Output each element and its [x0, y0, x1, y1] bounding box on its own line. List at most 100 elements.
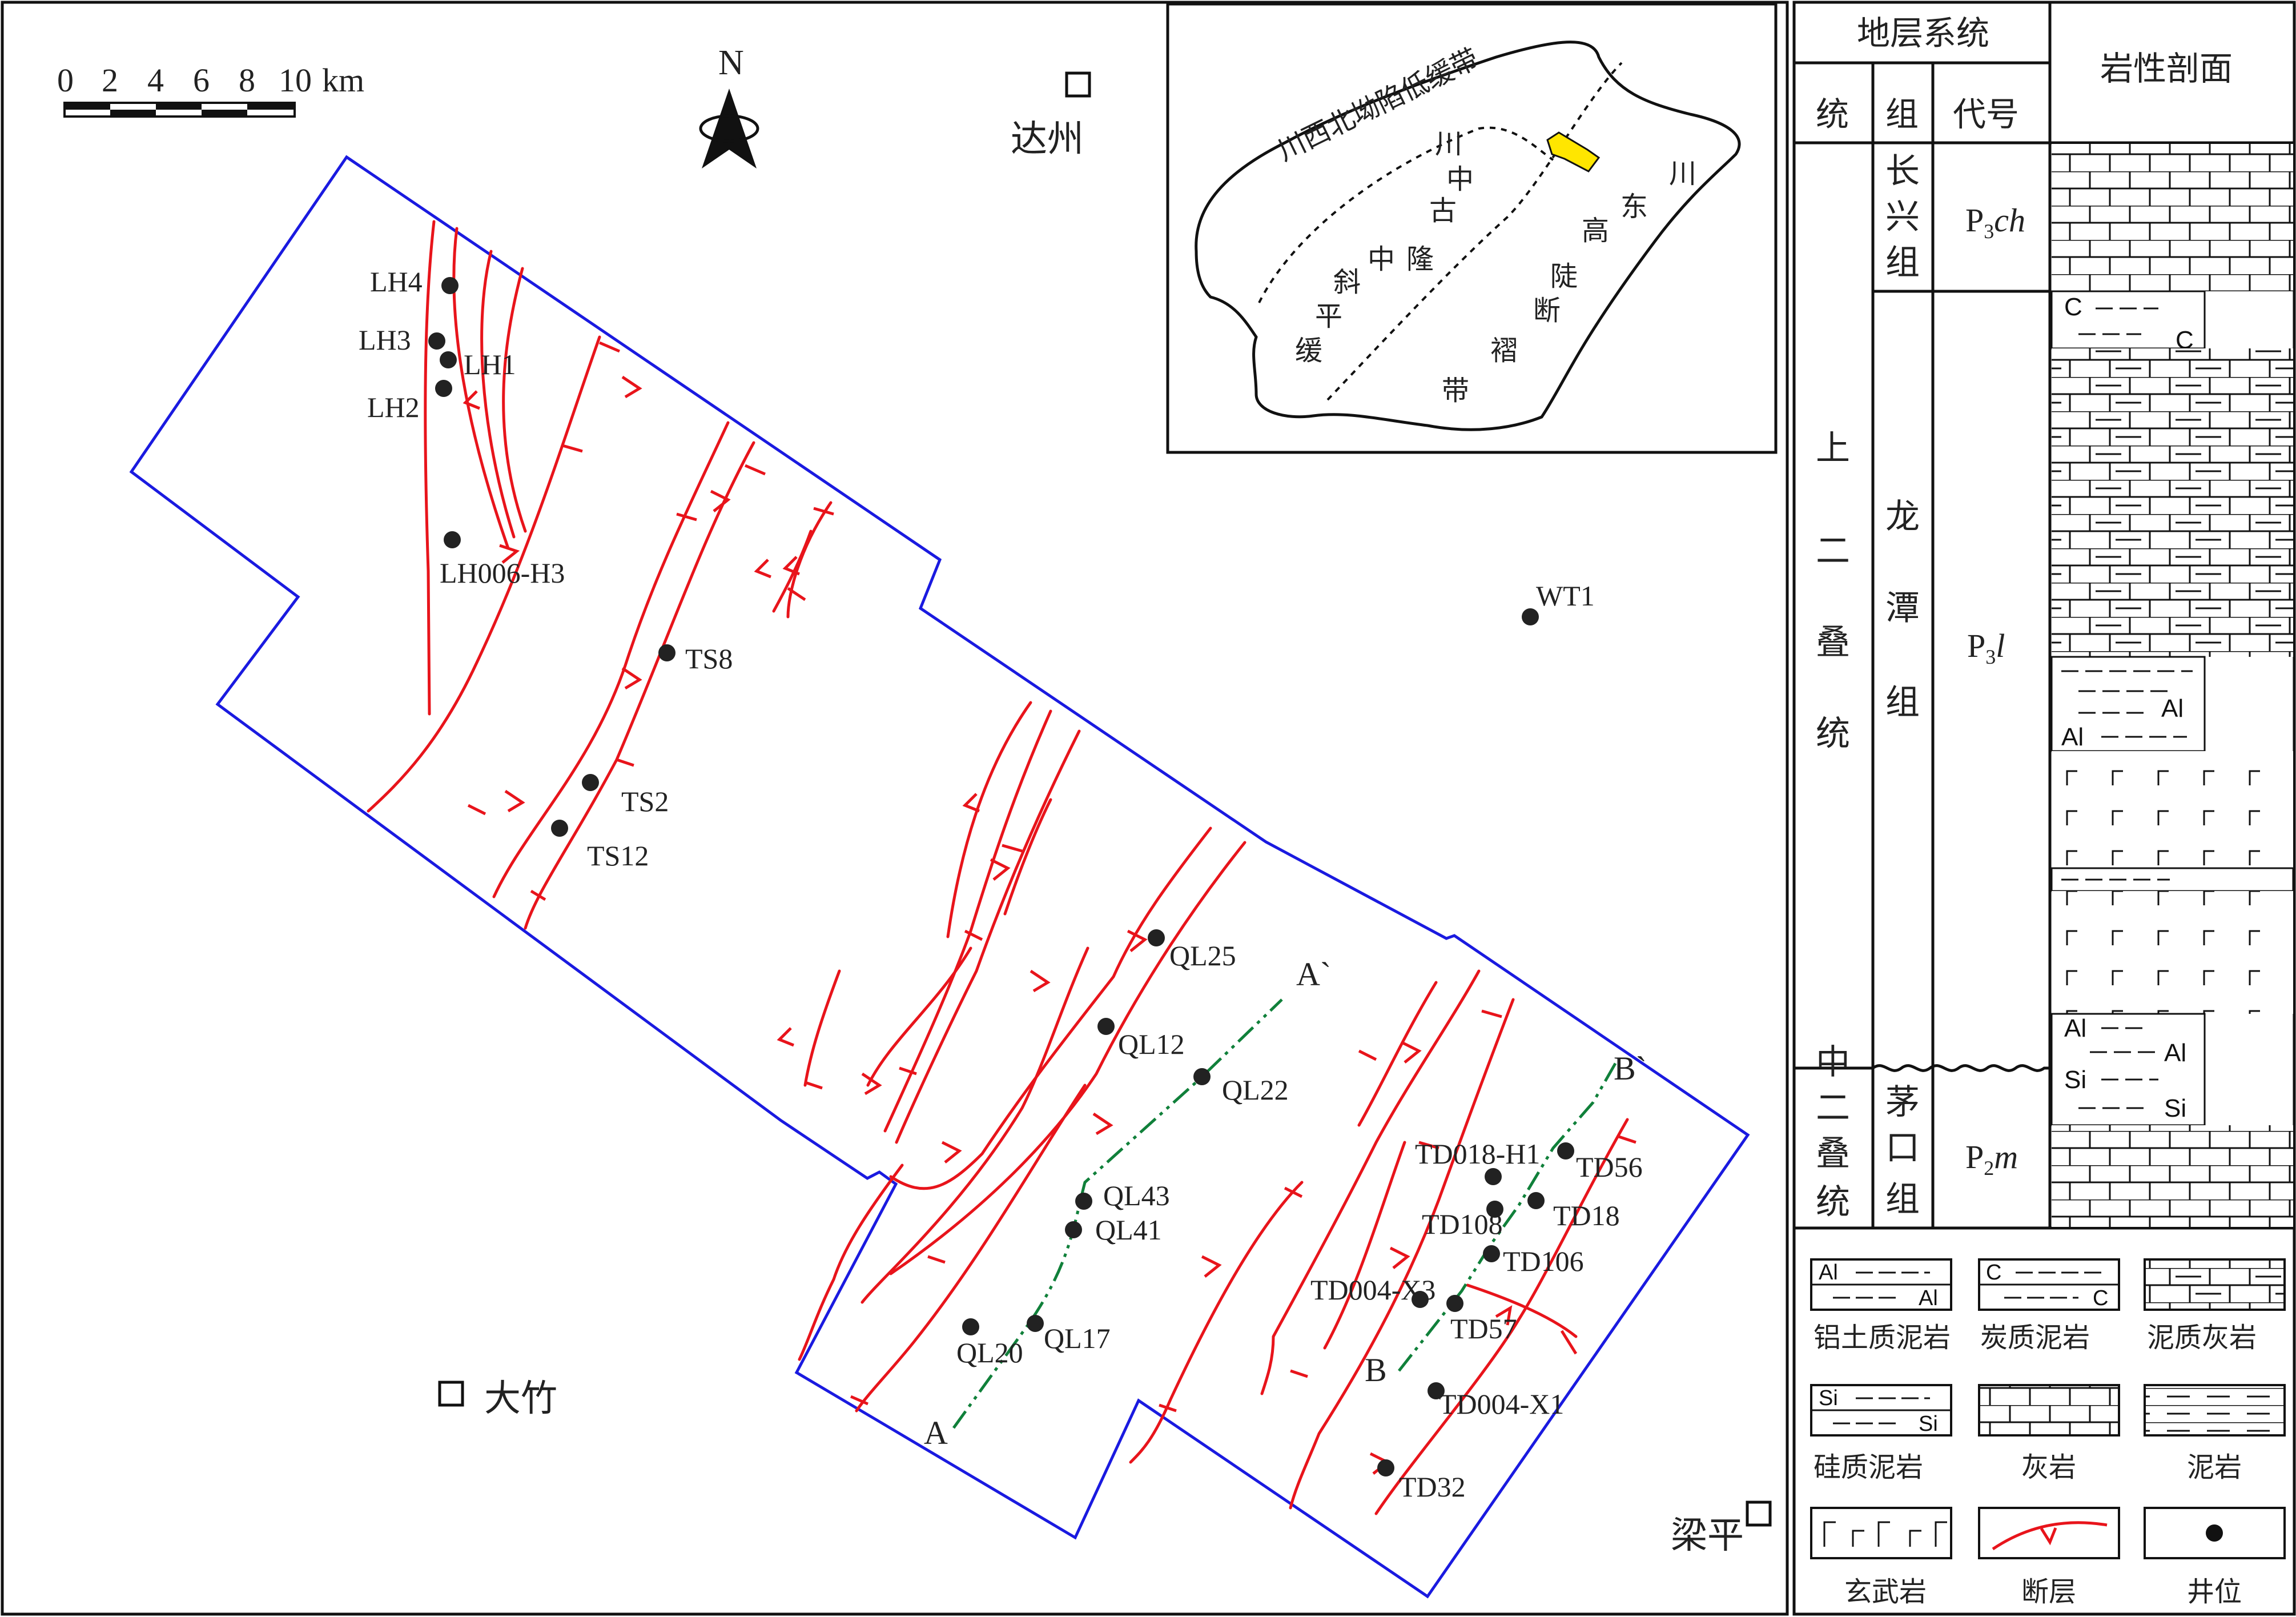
- inset-char: 隆: [1406, 243, 1434, 275]
- svg-text:QL43: QL43: [1103, 1179, 1170, 1211]
- svg-text:Al: Al: [2161, 695, 2184, 723]
- legend-item-marly-limestone: 泥质灰岩: [2144, 1258, 2286, 1354]
- fault-line: [1374, 1118, 1629, 1515]
- svg-text:QL12: QL12: [1118, 1028, 1185, 1060]
- svg-text:井位: 井位: [2187, 1576, 2242, 1608]
- scale-bar: 0 2 4 6 8 10 km: [57, 62, 364, 118]
- svg-text:龙: 龙: [1885, 497, 1920, 537]
- scale-tick-0: 0: [57, 62, 74, 99]
- well-marker: TD004-X1: [1428, 1382, 1564, 1420]
- svg-text:潭: 潭: [1885, 588, 1920, 628]
- svg-text:Si: Si: [2164, 1094, 2186, 1122]
- inset-char: 川: [1669, 158, 1696, 190]
- well-marker: LH1: [440, 348, 516, 380]
- well-marker: TS12: [551, 820, 649, 872]
- svg-text:组: 组: [1885, 683, 1920, 723]
- section-label-a-prime: A`: [1296, 956, 1331, 993]
- well-marker: QL20: [956, 1318, 1023, 1369]
- scale-tick-4: 4: [147, 62, 164, 99]
- svg-text:口: 口: [1885, 1128, 1920, 1168]
- fault-line: [895, 729, 1081, 1144]
- svg-text:统: 统: [1816, 714, 1850, 754]
- svg-text:二: 二: [1816, 531, 1850, 571]
- legend-item-fault: 断层: [1978, 1507, 2120, 1608]
- fault-line: [889, 826, 1212, 1190]
- svg-text:硅质泥岩: 硅质泥岩: [1814, 1451, 1923, 1483]
- svg-text:Si: Si: [2064, 1066, 2086, 1094]
- inset-char: 断: [1533, 295, 1561, 327]
- svg-text:Al: Al: [1919, 1286, 1938, 1310]
- well-marker: QL12: [1097, 1018, 1185, 1060]
- svg-text:TD56: TD56: [1576, 1151, 1643, 1183]
- svg-text:LH4: LH4: [370, 266, 423, 298]
- formation-longtan: 龙 潭 组 P3l: [1885, 497, 2005, 723]
- fault-line: [889, 841, 1246, 1275]
- city-dazhou: 达州: [1011, 71, 1091, 161]
- svg-text:QL22: QL22: [1222, 1074, 1289, 1106]
- legend-item-bauxite-mudstone: Al Al 铝土质泥岩: [1810, 1258, 1952, 1354]
- col-header-code: 代号: [1953, 95, 2019, 134]
- well-marker: TD32: [1377, 1459, 1466, 1503]
- svg-text:QL20: QL20: [956, 1337, 1023, 1369]
- svg-text:TS12: TS12: [587, 840, 649, 872]
- legend-item-limestone: 灰岩: [1978, 1384, 2120, 1483]
- wells: LH4 LH3 LH1 LH2 LH006-H3 TS8 TS2 TS12 WT…: [359, 266, 1643, 1503]
- scale-tick-8: 8: [239, 62, 255, 99]
- well-marker: QL25: [1148, 929, 1236, 972]
- inset-char: 平: [1315, 300, 1342, 332]
- stratigraphic-column: 地层系统 岩性剖面 统 组 代号 上 二 叠 统 中 二 叠 统 长 兴 组 P…: [1792, 1, 2296, 1616]
- fault-line: [855, 1084, 1087, 1413]
- svg-text:泥质灰岩: 泥质灰岩: [2147, 1322, 2257, 1354]
- inset-char: 陡: [1550, 260, 1578, 292]
- inset-char: 高: [1582, 215, 1609, 247]
- svg-text:TD004-X1: TD004-X1: [1439, 1388, 1564, 1420]
- svg-text:LH2: LH2: [367, 391, 420, 423]
- fault-line: [524, 441, 755, 930]
- inset-char: 斜: [1333, 266, 1361, 298]
- fault-line: [480, 250, 516, 539]
- fault-dip-arrows: [463, 375, 1513, 1475]
- fault-line: [861, 946, 1089, 1304]
- fault-network: [367, 220, 1636, 1515]
- svg-text:铝土质泥岩: 铝土质泥岩: [1814, 1322, 1951, 1354]
- scale-tick-2: 2: [102, 62, 118, 99]
- fault-line: [502, 267, 527, 533]
- svg-text:TD106: TD106: [1503, 1245, 1584, 1277]
- svg-text:C: C: [2093, 1286, 2108, 1310]
- well-marker: LH4: [370, 266, 459, 298]
- svg-text:组: 组: [1885, 1179, 1920, 1219]
- series-upper-permian: 上 二 叠 统: [1816, 428, 1850, 754]
- fault-ticks: [467, 341, 1636, 1413]
- inset-char: 东: [1621, 191, 1648, 223]
- fault-line: [883, 709, 1052, 1133]
- survey-boundary: [129, 155, 1750, 1599]
- city-label-dazhu: 大竹: [484, 1378, 557, 1420]
- well-marker: TD106: [1483, 1245, 1584, 1277]
- svg-text:LH006-H3: LH006-H3: [440, 557, 565, 589]
- north-label: N: [718, 43, 744, 82]
- svg-text:炭质泥岩: 炭质泥岩: [1980, 1322, 2090, 1354]
- city-label-liangping: 梁平: [1671, 1515, 1744, 1557]
- legend-item-mudstone: 泥岩: [2144, 1384, 2286, 1483]
- svg-text:二: 二: [1816, 1088, 1850, 1128]
- inset-char: 褶: [1490, 335, 1518, 367]
- inset-char: 川: [1435, 128, 1462, 160]
- svg-text:QL25: QL25: [1169, 940, 1236, 972]
- col-header-formation: 组: [1885, 95, 1919, 134]
- fault-line: [786, 501, 833, 619]
- legend: Al Al 铝土质泥岩 C C 炭质泥岩 泥质灰岩: [1810, 1258, 2286, 1608]
- svg-text:泥岩: 泥岩: [2187, 1451, 2242, 1483]
- svg-text:TS2: TS2: [621, 785, 669, 817]
- inset-char: 中: [1368, 243, 1395, 275]
- scale-tick-6: 6: [193, 62, 210, 99]
- fault-line: [1323, 1141, 1406, 1350]
- well-marker: QL41: [1065, 1214, 1162, 1246]
- fault-line: [1466, 1283, 1578, 1338]
- svg-text:Al: Al: [1819, 1261, 1838, 1285]
- inset-map: 川西北坳陷低缓带 川 中 古 隆 中 斜 平 缓 带 川 东 高 陡 断 褶: [1166, 2, 1778, 454]
- well-marker: TD018-H1: [1415, 1138, 1540, 1185]
- svg-text:P3ch: P3ch: [1965, 202, 2025, 243]
- section-label-a: A: [924, 1414, 948, 1451]
- fault-line: [803, 969, 841, 1087]
- svg-text:WT1: WT1: [1536, 580, 1595, 612]
